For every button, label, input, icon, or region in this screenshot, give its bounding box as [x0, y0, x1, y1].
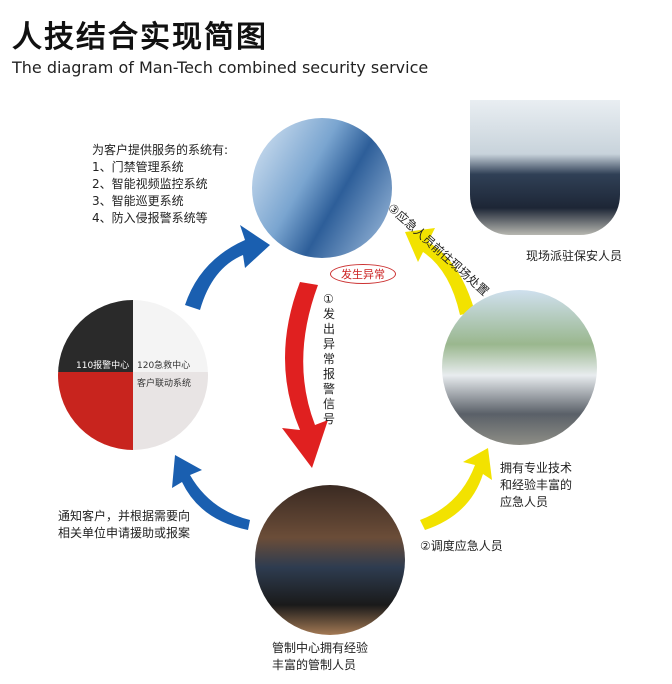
page-title: 人技结合实现简图 — [12, 20, 268, 55]
client-system-label: 客户联动系统 — [137, 379, 192, 389]
ambulance-image: 120急救中心 — [133, 300, 208, 372]
line: 管制中心拥有经验 — [272, 641, 369, 655]
professional-staff-label: 拥有专业技术 和经验丰富的 应急人员 — [500, 460, 572, 511]
yellow-arrow-up — [405, 228, 475, 315]
blue-arrow-up — [185, 225, 270, 310]
systems-item: 3、智能巡更系统 — [92, 194, 184, 208]
emergency-services-image: 120急救中心 客户联动系统 110报警中心 — [58, 300, 208, 450]
line: 拥有专业技术 — [500, 461, 573, 475]
line: 通知客户，并根据需要向 — [58, 509, 191, 523]
systems-item: 2、智能视频监控系统 — [92, 177, 208, 191]
blue-arrow-down-left — [172, 455, 250, 530]
red-arrow-down — [282, 282, 328, 468]
police-car-image — [58, 300, 133, 372]
systems-item: 4、防入侵报警系统等 — [92, 211, 208, 225]
police-label: 110报警中心 — [76, 361, 130, 371]
systems-heading: 为客户提供服务的系统有: — [92, 143, 229, 157]
systems-item: 1、门禁管理系统 — [92, 160, 184, 174]
yellow-arrow-up-right — [420, 448, 492, 530]
building-image — [252, 118, 392, 258]
anomaly-badge: 发生异常 — [330, 264, 396, 284]
house-image: 客户联动系统 — [133, 372, 208, 450]
line: 应急人员 — [500, 495, 549, 509]
line: 和经验丰富的 — [500, 478, 573, 492]
line: 相关单位申请援助或报案 — [58, 526, 191, 540]
line: 丰富的管制人员 — [272, 658, 357, 672]
fire-truck-image — [58, 372, 133, 450]
page-subtitle: The diagram of Man-Tech combined securit… — [12, 58, 429, 77]
step1-label: ①发出异常报警信号 — [323, 292, 336, 426]
step2-label: ②调度应急人员 — [420, 539, 503, 553]
control-center-label: 管制中心拥有经验 丰富的管制人员 — [272, 640, 368, 674]
control-center-image — [255, 485, 405, 635]
notify-label: 通知客户，并根据需要向 相关单位申请援助或报案 — [58, 508, 190, 542]
systems-list: 为客户提供服务的系统有: 1、门禁管理系统 2、智能视频监控系统 3、智能巡更系… — [92, 142, 228, 227]
guards-image — [470, 100, 620, 235]
onsite-guards-label: 现场派驻保安人员 — [526, 249, 623, 263]
ambulance-label: 120急救中心 — [137, 361, 191, 371]
emergency-team-image — [442, 290, 597, 445]
